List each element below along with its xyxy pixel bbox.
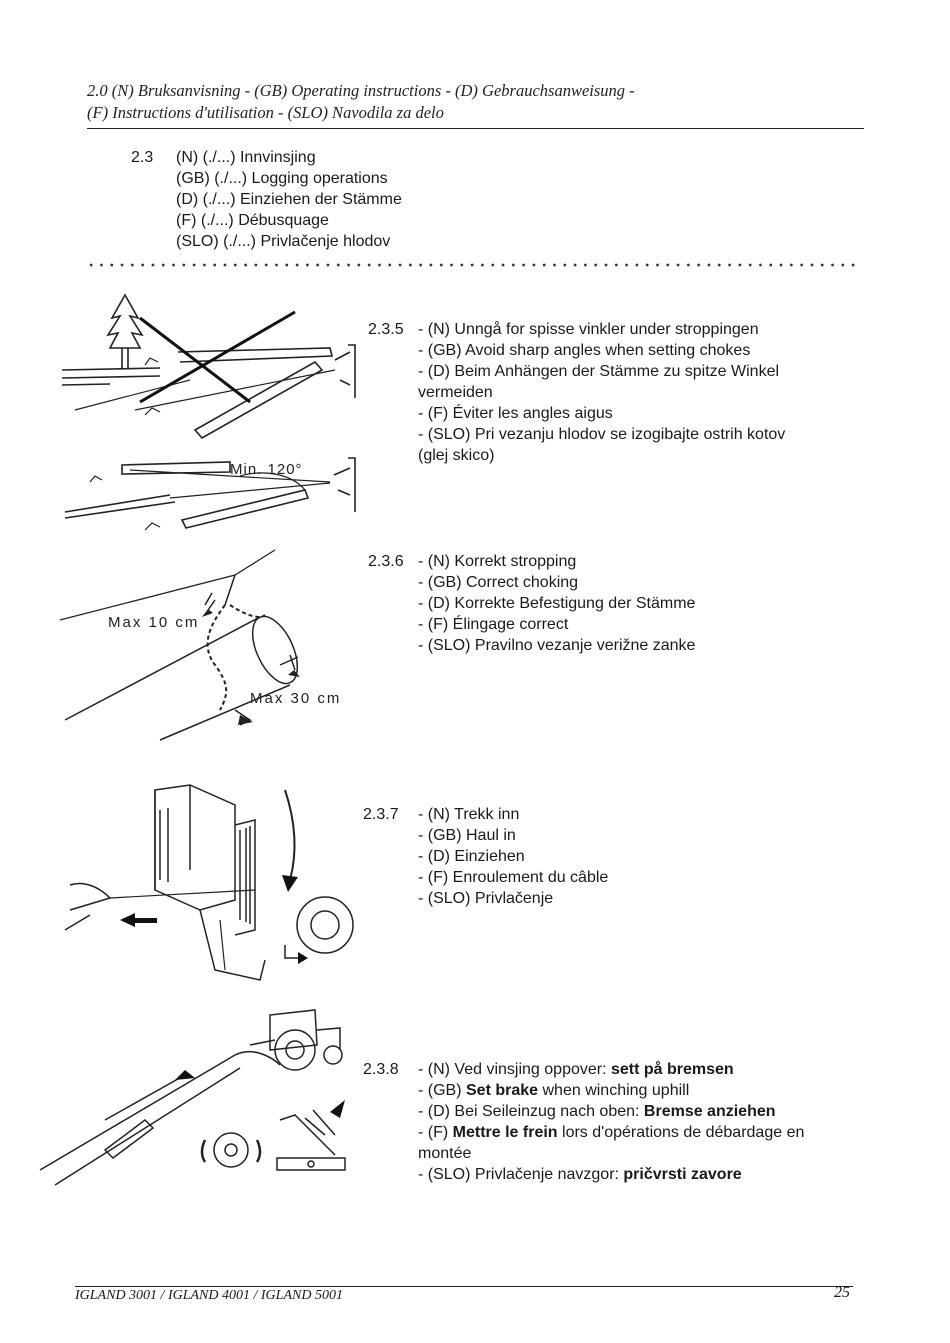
- section-2-3-line-d: (D) (./...) Einziehen der Stämme: [176, 191, 402, 208]
- winch-haul-in-illustration: [64, 784, 354, 981]
- section-2-3-5-number: 2.3.5: [368, 321, 404, 338]
- section-2-3-8-line-slo-bold: pričvrsti zavore: [623, 1166, 742, 1183]
- section-2-3-8-line-f-prefix: - (F): [418, 1124, 453, 1141]
- section-2-3-8-line-d-text: - (D) Bei Seileinzug nach oben:: [418, 1103, 644, 1120]
- section-2-3-7-line-5: - (SLO) Privlačenje: [418, 890, 554, 907]
- section-2-3-8-line-gb-prefix: - (GB): [418, 1082, 466, 1099]
- section-2-3-8-line-slo: - (SLO) Privlačenje navzgor: pričvrsti z…: [418, 1164, 868, 1185]
- section-2-3-8-line-f: - (F) Mettre le frein lors d'opérations …: [418, 1122, 868, 1143]
- section-2-3-6-line-3: - (D) Korrekte Befestigung der Stämme: [418, 595, 696, 612]
- max-30cm-label: Max 30 cm: [250, 690, 341, 707]
- section-2-3-7-line-2: - (GB) Haul in: [418, 827, 516, 844]
- section-2-3-8-line-d-bold: Bremse anziehen: [643, 1103, 776, 1120]
- section-2-3-7-text: - (N) Trekk inn - (GB) Haul in - (D) Ein…: [418, 804, 868, 909]
- max-10cm-label: Max 10 cm: [108, 614, 199, 631]
- choker-angle-illustration: Min. 120°: [61, 293, 356, 531]
- section-2-3-6-text: - (N) Korrekt stropping - (GB) Correct c…: [418, 551, 868, 656]
- dotted-separator: [86, 262, 858, 268]
- section-2-3-8-number: 2.3.8: [363, 1061, 399, 1078]
- choker-placement-illustration: Max 10 cm Max 30 cm: [59, 549, 341, 741]
- footer-rule: [75, 1286, 853, 1287]
- section-2-3-8-line-f-cont: montée: [418, 1145, 472, 1162]
- section-2-3-7-line-3: - (D) Einziehen: [418, 848, 525, 865]
- page-header-line-2: (F) Instructions d'utilisation - (SLO) N…: [87, 103, 444, 122]
- min-angle-label: Min. 120°: [230, 461, 303, 478]
- section-2-3-8-line-gb: - (GB) Set brake when winching uphill: [418, 1080, 868, 1101]
- section-2-3-8-line-f-bold: Mettre le frein: [452, 1124, 558, 1141]
- section-2-3-7-line-4: - (F) Enroulement du câble: [418, 869, 609, 886]
- section-2-3-6-line-1: - (N) Korrekt stropping: [418, 553, 577, 570]
- section-2-3-line-n: (N) (./...) Innvinsjing: [176, 149, 316, 166]
- section-2-3-5-line-3: - (D) Beim Anhängen der Stämme zu spitze…: [418, 363, 780, 380]
- section-2-3-6-line-2: - (GB) Correct choking: [418, 574, 579, 591]
- section-2-3-5-text: - (N) Unngå for spisse vinkler under str…: [418, 319, 868, 466]
- section-2-3-number: 2.3: [131, 149, 154, 166]
- footer-models: IGLAND 3001 / IGLAND 4001 / IGLAND 5001: [75, 1288, 343, 1303]
- section-2-3-7-number: 2.3.7: [363, 806, 399, 823]
- section-2-3-line-slo: (SLO) (./...) Privlačenje hlodov: [176, 233, 391, 250]
- section-2-3-8-line-n-bold: sett på bremsen: [610, 1061, 734, 1078]
- section-2-3-8-line-slo-text: - (SLO) Privlačenje navzgor:: [418, 1166, 624, 1183]
- section-2-3-8-line-gb-bold: Set brake: [466, 1082, 539, 1099]
- section-2-3-line-gb: (GB) (./...) Logging operations: [176, 170, 388, 187]
- section-2-3-8-line-n-text: - (N) Ved vinsjing oppover:: [418, 1061, 611, 1078]
- section-2-3-5-line-4: vermeiden: [418, 384, 493, 401]
- section-2-3-5-line-6: - (SLO) Pri vezanju hlodov se izogibajte…: [418, 426, 786, 443]
- section-2-3-5-line-2: - (GB) Avoid sharp angles when setting c…: [418, 342, 751, 359]
- section-2-3-6-line-5: - (SLO) Pravilno vezanje verižne zanke: [418, 637, 696, 654]
- section-2-3-5-line-5: - (F) Éviter les angles aigus: [418, 405, 613, 422]
- section-2-3-5-line-1: - (N) Unngå for spisse vinkler under str…: [418, 321, 759, 338]
- section-2-3-text: (N) (./...) Innvinsjing (GB) (./...) Log…: [176, 147, 626, 252]
- section-2-3-8-line-d: - (D) Bei Seileinzug nach oben: Bremse a…: [418, 1101, 868, 1122]
- page-number: 25: [834, 1284, 850, 1301]
- section-2-3-6-line-4: - (F) Élingage correct: [418, 616, 569, 633]
- page-header-line-1: 2.0 (N) Bruksanvisning - (GB) Operating …: [87, 81, 635, 100]
- section-2-3-line-f: (F) (./...) Débusquage: [176, 212, 329, 229]
- section-2-3-8-line-f-suffix: lors d'opérations de débardage en: [557, 1124, 805, 1141]
- section-2-3-6-number: 2.3.6: [368, 553, 404, 570]
- section-2-3-8-line-n: - (N) Ved vinsjing oppover: sett på brem…: [418, 1059, 868, 1080]
- header-rule: [87, 128, 864, 129]
- section-2-3-8-line-gb-suffix: when winching uphill: [538, 1082, 690, 1099]
- section-2-3-8-text: - (N) Ved vinsjing oppover: sett på brem…: [418, 1059, 868, 1185]
- uphill-winching-brake-illustration: [39, 1009, 346, 1186]
- section-2-3-7-line-1: - (N) Trekk inn: [418, 806, 520, 823]
- section-2-3-5-line-7: (glej skico): [418, 447, 495, 464]
